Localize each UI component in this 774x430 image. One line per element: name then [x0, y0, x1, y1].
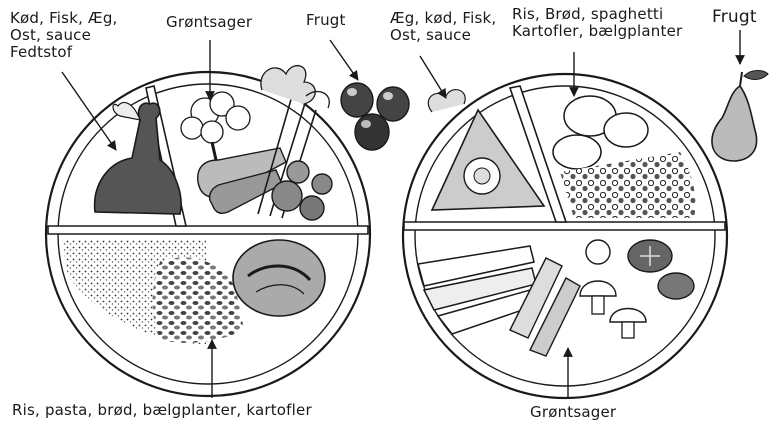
left-fruit-label: Frugt: [306, 12, 346, 29]
left-vegetables-label: Grøntsager: [166, 14, 252, 31]
right-fruit-label: Frugt: [712, 8, 757, 27]
right-starch-label: Ris, Brød, spaghetti Kartofler, bælgplan…: [512, 6, 682, 40]
left-protein-line-1: Kød, Fisk, Æg,: [10, 10, 118, 27]
right-vegetables-label: Grøntsager: [530, 404, 616, 421]
arrow-left-fruit: [330, 40, 358, 80]
right-protein-label: Æg, kød, Fisk, Ost, sauce: [390, 10, 496, 44]
right-protein-line-1: Æg, kød, Fisk,: [390, 10, 496, 27]
right-plate-divider-horizontal: [404, 222, 725, 230]
bread-roll-icon: [233, 240, 325, 316]
pear-icon: [712, 71, 768, 161]
right-starch-line-1: Ris, Brød, spaghetti: [512, 6, 682, 23]
left-starch-label: Ris, pasta, brød, bælgplanter, kartofler: [12, 402, 312, 419]
left-protein-line-3: Fedtstof: [10, 44, 118, 61]
plums-icon: [341, 83, 409, 150]
right-protein-line-2: Ost, sauce: [390, 27, 496, 44]
left-protein-line-2: Ost, sauce: [10, 27, 118, 44]
arrow-right-protein: [420, 56, 446, 98]
left-plate-divider-horizontal: [48, 226, 368, 234]
left-protein-label: Kød, Fisk, Æg, Ost, sauce Fedtstof: [10, 10, 118, 61]
right-starch-line-2: Kartofler, bælgplanter: [512, 23, 682, 40]
